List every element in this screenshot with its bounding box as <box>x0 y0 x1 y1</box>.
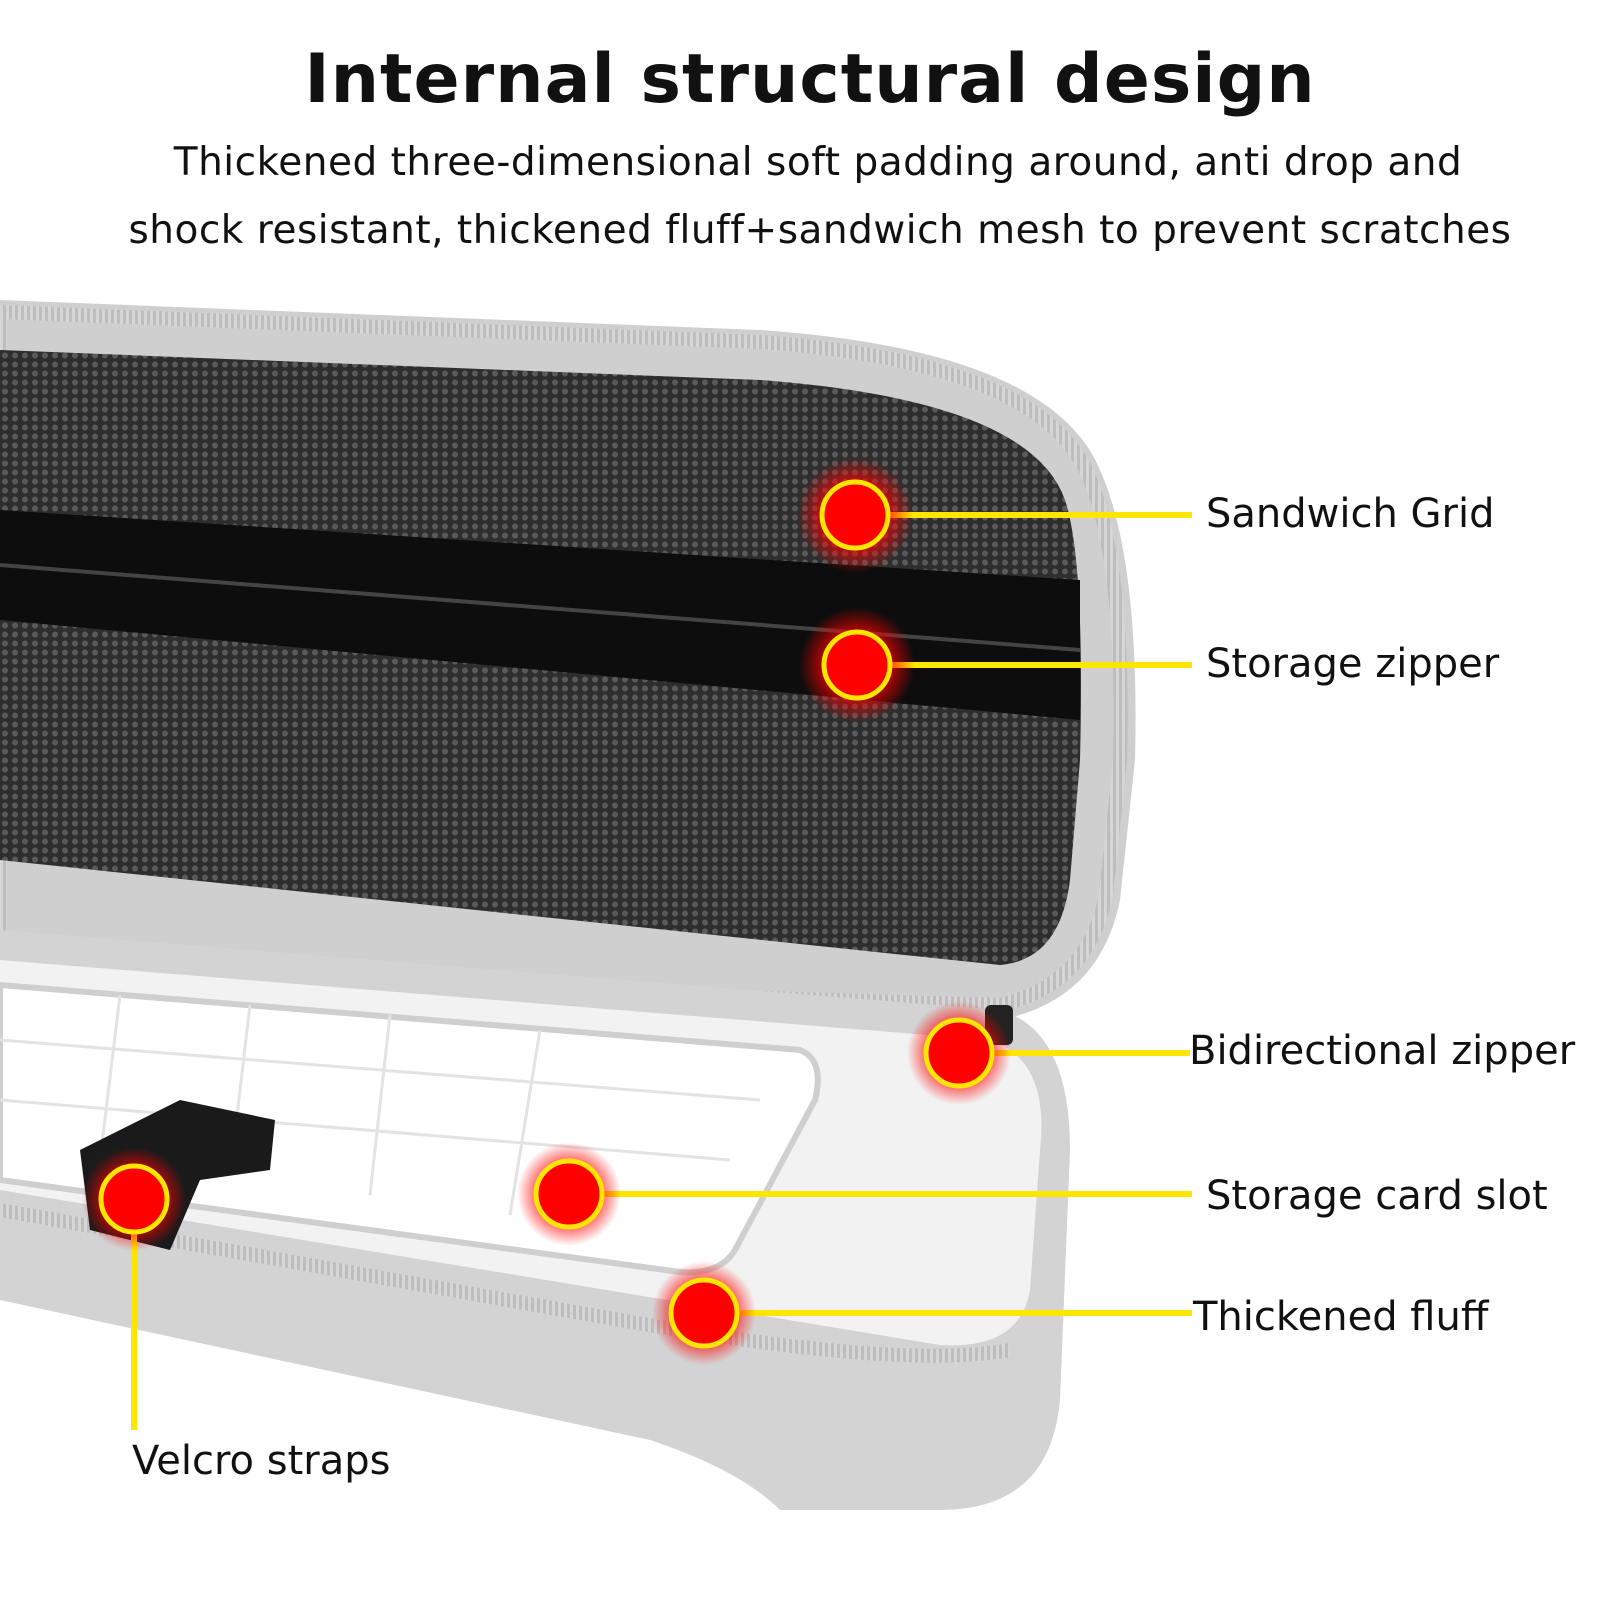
subtitle-line-1: Thickened three-dimensional soft padding… <box>173 140 1463 185</box>
callout-bidirectional-zipper <box>907 1001 1190 1105</box>
label-storage-zipper: Storage zipper <box>1206 641 1500 687</box>
label-velcro-straps: Velcro straps <box>132 1438 391 1484</box>
label-bidirectional-zipper: Bidirectional zipper <box>1189 1028 1576 1074</box>
callout-thickened-fluff <box>652 1261 1192 1365</box>
subtitle-line-2: shock resistant, thickened fluff+sandwic… <box>128 208 1512 253</box>
callout-velcro-straps <box>82 1147 186 1430</box>
marker-dot <box>819 479 891 551</box>
label-sandwich-grid: Sandwich Grid <box>1206 491 1495 537</box>
label-storage-card-slot: Storage card slot <box>1206 1173 1548 1219</box>
page-title: Internal structural design <box>304 40 1316 119</box>
label-thickened-fluff: Thickened fluff <box>1193 1294 1489 1340</box>
callout-sandwich-grid <box>797 457 1192 573</box>
callout-storage-card-slot <box>517 1142 1192 1246</box>
callout-storage-zipper <box>799 607 1192 723</box>
